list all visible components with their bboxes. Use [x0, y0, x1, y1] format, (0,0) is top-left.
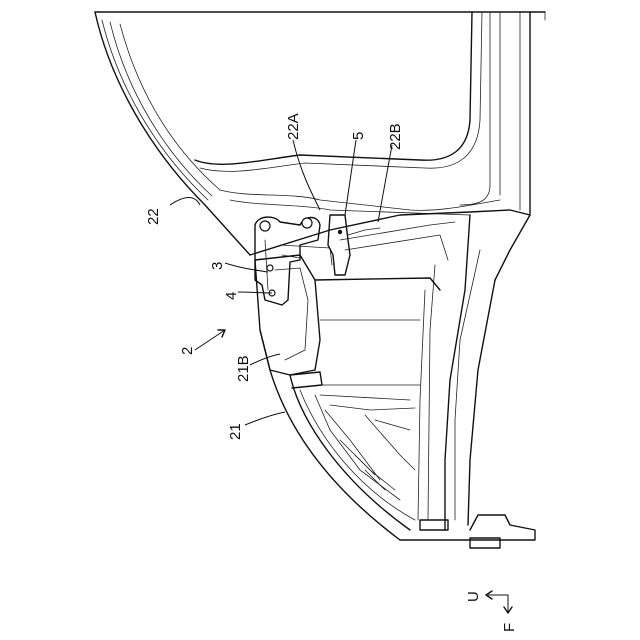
axis-up-label: U	[465, 591, 482, 602]
hinge-bolt-hole-upper-left	[260, 221, 270, 231]
label-5: 5	[350, 132, 367, 140]
reinforcement-21b	[255, 255, 440, 470]
front-side-member	[260, 330, 415, 540]
label-22b: 22B	[387, 123, 404, 150]
label-22: 22	[145, 208, 162, 225]
label-3: 3	[209, 262, 226, 270]
axis-front-label: F	[501, 623, 518, 632]
label-22a: 22A	[285, 113, 302, 140]
assembly-arrow-2	[195, 330, 225, 350]
hinge-bolt-hole-upper-right	[302, 218, 312, 228]
front-pillar	[418, 215, 495, 530]
leader-lines	[170, 140, 392, 425]
label-2: 2	[179, 347, 196, 355]
hinge-bolt-hole-mid	[267, 265, 273, 271]
label-21: 21	[227, 423, 244, 440]
top-border	[95, 12, 545, 20]
hinge-bracket	[255, 217, 332, 305]
bracket-5	[328, 215, 380, 275]
label-4: 4	[223, 292, 240, 300]
label-21b: 21B	[235, 355, 252, 382]
orientation-indicator: U F	[465, 591, 518, 632]
outer-body-panel	[95, 12, 530, 280]
